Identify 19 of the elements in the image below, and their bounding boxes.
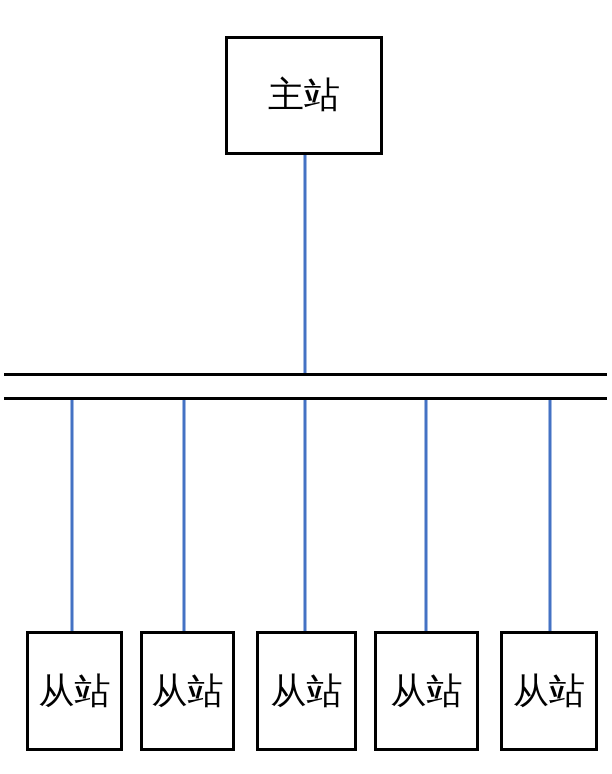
station-label: 从站 [270,670,342,714]
master-station-box [225,36,383,155]
slave-station-box [256,631,357,751]
connector-line [424,400,428,631]
slave-station-box [140,631,235,751]
connector-line [304,400,306,631]
station-label: 从站 [38,670,110,714]
station-label: 主站 [268,74,340,118]
station-label: 从站 [152,670,224,714]
slave-station-box [26,631,123,751]
bus-line [4,373,607,400]
connector-line [304,155,306,373]
station-label: 从站 [390,670,462,714]
slave-station-box [500,631,598,751]
connector-line [70,400,74,631]
slave-station-box [374,631,479,751]
connector-line [548,400,552,631]
station-label: 从站 [513,670,585,714]
connector-line [182,400,186,631]
